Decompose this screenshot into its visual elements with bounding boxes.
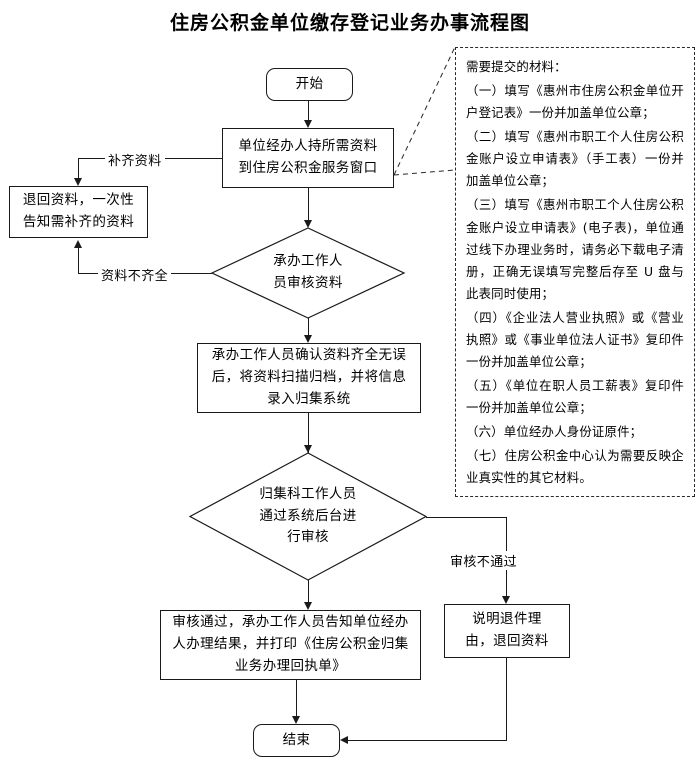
arrowhead-rejected-to-end — [340, 735, 348, 744]
arrowhead-archive-to-backend — [303, 445, 312, 453]
connector-submit-to-review — [308, 188, 309, 220]
callout-item-5: （五）《单位在职人员工薪表》复印件一份并加盖单位公章； — [466, 378, 684, 416]
node-staff-review-decision-label: 承办工作人 员审核资料 — [273, 253, 343, 291]
materials-callout-panel: 需要提交的材料： （一）填写《惠州市住房公积金单位开户登记表》一份并加盖单位公章… — [455, 47, 695, 497]
node-backend-review-decision-label: 归集科工作人员 通过系统后台进 行审核 — [259, 485, 357, 546]
connector-backend-to-approved — [308, 580, 309, 602]
arrowhead-submit-to-review — [303, 220, 312, 228]
callout-item-6: （六）单位经办人身份证原件； — [466, 424, 643, 440]
node-end[interactable]: 结束 — [253, 724, 340, 757]
callout-heading: 需要提交的材料： — [466, 59, 567, 74]
arrowhead-incomplete-up — [73, 240, 82, 248]
edge-label-incomplete: 资料不齐全 — [98, 265, 172, 284]
connector-incomplete-vertical — [78, 248, 79, 274]
connector-approved-to-end — [296, 680, 297, 716]
node-start[interactable]: 开始 — [266, 68, 353, 101]
node-submit-materials[interactable]: 单位经办人持所需资料 到住房公积金服务窗口 — [222, 128, 394, 188]
callout-item-4: （四）《企业法人营业执照》或《营业执照》或《事业单位法人证书》复印件一份并加盖单… — [466, 309, 684, 370]
node-return-materials[interactable]: 退回资料，一次性 告知需补齐的资料 — [9, 186, 148, 238]
node-archive-and-enter[interactable]: 承办工作人员确认资料齐全无误 后，将资料扫描归档，并将信息 录入归集系统 — [197, 343, 421, 413]
arrowhead-backend-to-approved — [303, 602, 312, 610]
node-backend-review-decision[interactable]: 归集科工作人员 通过系统后台进 行审核 — [188, 452, 428, 581]
connector-archive-to-backend — [308, 413, 309, 453]
arrowhead-approved-to-end — [291, 716, 300, 724]
connector-review-to-archive — [308, 318, 309, 335]
node-approved-result[interactable]: 审核通过，承办工作人员告知单位经办 人办理结果，并打印《住房公积金归集 业务办理… — [160, 610, 421, 680]
arrowhead-not-approved-down — [501, 596, 510, 604]
connector-supplement-vertical — [78, 158, 79, 178]
edge-label-not-approved: 审核不通过 — [447, 551, 521, 570]
connector-start-to-submit — [308, 101, 309, 121]
connector-rejected-to-end-horizontal — [348, 740, 507, 741]
arrowhead-review-to-archive — [303, 335, 312, 343]
node-staff-review-decision[interactable]: 承办工作人 员审核资料 — [210, 227, 406, 319]
connector-rejected-to-end-vertical — [506, 658, 507, 741]
callout-item-7: （七）住房公积金中心认为需要反映企业真实性的其它材料。 — [466, 448, 684, 486]
edge-label-supplement: 补齐资料 — [105, 150, 165, 169]
arrowhead-supplement-down — [73, 178, 82, 186]
node-rejected-reason[interactable]: 说明退件理 由，退回资料 — [444, 604, 570, 658]
page-title: 住房公积金单位缴存登记业务办事流程图 — [169, 12, 530, 34]
arrowhead-start-to-submit — [303, 120, 312, 128]
connector-not-approved-horizontal — [426, 517, 507, 518]
callout-item-3: （三）填写《惠州市职工个人住房公积金账户设立申请表》(电子表)，单位通过线下办理… — [466, 197, 684, 301]
callout-item-1: （一）填写《惠州市住房公积金单位开户登记表》一份并加盖单位公章； — [466, 83, 684, 121]
callout-item-2: （二）填写《惠州市职工个人住房公积金账户设立申请表》（手工表）一份并加盖单位公章… — [466, 129, 684, 189]
